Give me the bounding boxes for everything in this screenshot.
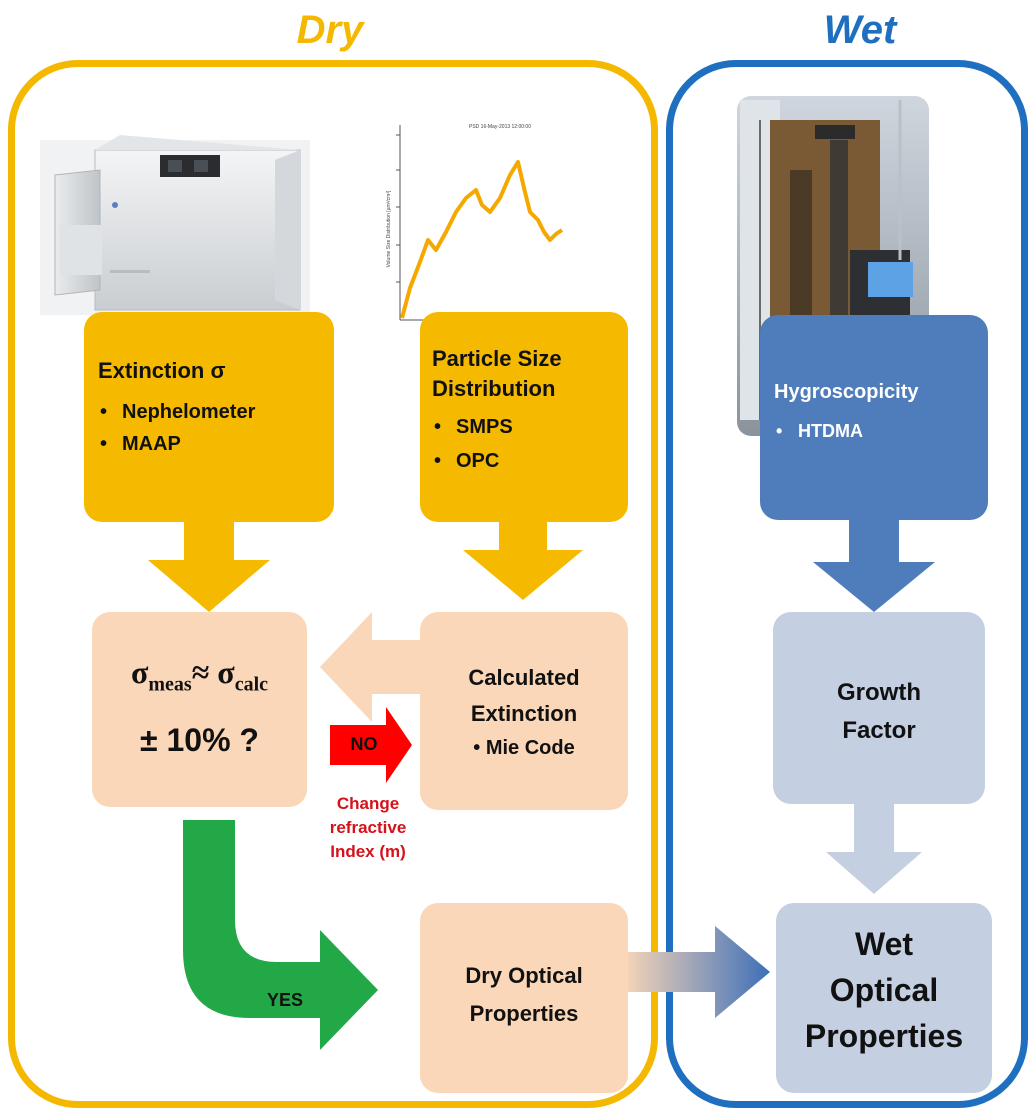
htdma-item: HTDMA bbox=[774, 416, 988, 446]
sigma-meas-sub: meas bbox=[148, 673, 192, 696]
wet-opt-line1: Wet bbox=[854, 926, 914, 962]
no-label: NO bbox=[350, 734, 378, 754]
sigma-equation: σmeas≈ σcalc bbox=[92, 654, 307, 696]
psd-title-line1: Particle Size bbox=[432, 346, 562, 371]
dry-opt-line1: Dry Optical bbox=[465, 963, 583, 988]
dry-optical-box: Dry Optical Properties bbox=[420, 903, 628, 1093]
dry-frame bbox=[8, 60, 658, 1108]
psd-title-line2: Distribution bbox=[432, 376, 556, 401]
wet-optical-box: Wet Optical Properties bbox=[776, 903, 992, 1093]
extinction-box: Extinction σ Nephelometer MAAP bbox=[84, 312, 334, 522]
sigma-calc-sub: calc bbox=[234, 673, 268, 696]
growth-line2: Factor bbox=[842, 717, 916, 744]
smps-item: SMPS bbox=[432, 410, 628, 444]
growth-factor-box: Growth Factor bbox=[773, 612, 985, 804]
sigma-calc: σ bbox=[217, 654, 235, 690]
extinction-title: Extinction σ bbox=[98, 358, 226, 383]
yes-label: YES bbox=[266, 990, 304, 1010]
wet-opt-line2: Optical bbox=[829, 972, 939, 1008]
growth-line1: Growth bbox=[837, 679, 921, 706]
tolerance-label: ± 10% ? bbox=[140, 722, 259, 758]
mie-code-label: Mie Code bbox=[485, 737, 575, 759]
change-line2: refractive bbox=[329, 818, 407, 837]
wet-opt-line3: Properties bbox=[804, 1018, 964, 1054]
change-line3: Index (m) bbox=[330, 842, 406, 861]
change-refractive-label: Change refractive Index (m) bbox=[308, 792, 428, 864]
dry-title: Dry bbox=[296, 8, 364, 52]
change-line1: Change bbox=[336, 794, 400, 813]
mie-code-item: • Mie Code bbox=[420, 732, 628, 764]
psd-box: Particle Size Distribution SMPS OPC bbox=[420, 312, 628, 522]
maap-item: MAAP bbox=[98, 428, 334, 460]
mie-bullet: • bbox=[473, 737, 486, 759]
calc-line1: Calculated bbox=[468, 665, 580, 690]
calc-line2: Extinction bbox=[470, 701, 578, 726]
psd-chart-title: PSD 16-May-2013 12:00:00 bbox=[469, 124, 531, 130]
calc-extinction-box: Calculated Extinction • Mie Code bbox=[420, 612, 628, 810]
psd-chart-ylabel: Volume Size Distribution [µm³/cm³] bbox=[386, 190, 392, 268]
nephelometer-item: Nephelometer bbox=[98, 396, 334, 428]
hygro-box: Hygroscopicity HTDMA bbox=[760, 315, 988, 520]
compare-box: σmeas≈ σcalc ± 10% ? bbox=[92, 612, 307, 807]
opc-item: OPC bbox=[432, 444, 628, 478]
dry-opt-line2: Properties bbox=[469, 1001, 579, 1026]
sigma-meas: σ bbox=[130, 654, 149, 690]
hygro-title: Hygroscopicity bbox=[774, 381, 919, 403]
approx-sign: ≈ bbox=[191, 654, 218, 690]
wet-frame bbox=[666, 60, 1028, 1108]
wet-title: Wet bbox=[823, 8, 897, 52]
